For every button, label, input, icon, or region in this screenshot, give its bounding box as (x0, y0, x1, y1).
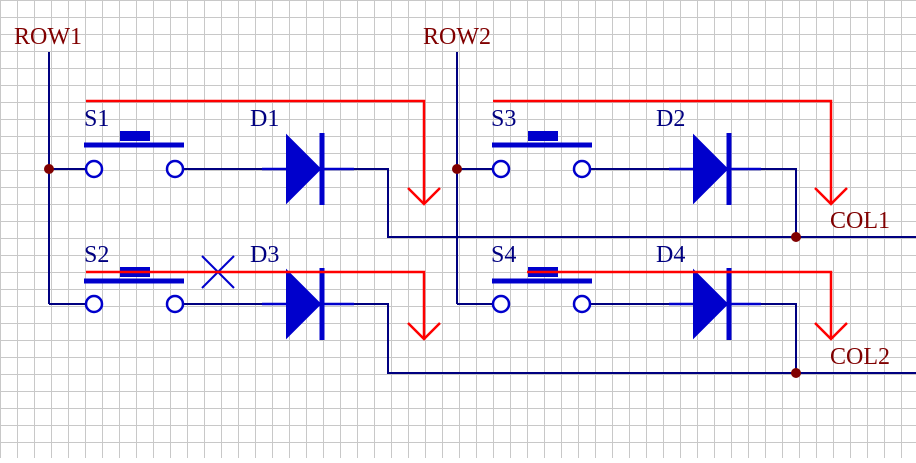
switch-s1-cap (120, 131, 150, 141)
switch-s2-terminal-left (84, 294, 104, 314)
label-s2: S2 (84, 242, 109, 268)
net-label-col1: COL1 (830, 208, 890, 234)
junction-row2-s3 (452, 164, 462, 174)
label-d4: D4 (656, 242, 685, 268)
junction-col1 (791, 232, 801, 242)
arrowhead-icon (814, 322, 848, 341)
net-label-row2: ROW2 (423, 24, 491, 50)
switch-s4-terminal-right (572, 294, 592, 314)
switch-s1-terminal-right (165, 159, 185, 179)
switch-s2-terminal-right (165, 294, 185, 314)
diode-d2 (669, 133, 761, 205)
label-d2: D2 (656, 106, 685, 132)
label-d1: D1 (250, 106, 279, 132)
label-s4: S4 (491, 242, 516, 268)
label-d3: D3 (250, 242, 279, 268)
label-s1: S1 (84, 106, 109, 132)
arrowhead-icon (407, 187, 441, 206)
d1-to-col1 (325, 168, 796, 238)
diode-d4 (669, 268, 761, 340)
current-path-s3-d2 (493, 99, 833, 204)
switch-s1-terminal-left (84, 159, 104, 179)
switch-s3-cap (528, 131, 558, 141)
junction-row1-s1 (44, 164, 54, 174)
diode-d1 (262, 133, 354, 205)
arrowhead-icon (814, 187, 848, 206)
net-label-col2: COL2 (830, 344, 890, 370)
arrowhead-icon (407, 322, 441, 341)
switch-s3-terminal-left (491, 159, 511, 179)
net-label-row1: ROW1 (14, 24, 82, 50)
junction-col2 (791, 368, 801, 378)
current-path-s2-d3 (86, 270, 426, 339)
current-path-s4-d4 (527, 270, 833, 339)
current-path-s1-d1 (86, 99, 426, 204)
switch-s1 (84, 131, 185, 179)
switch-s3 (491, 131, 592, 179)
label-s3: S3 (491, 106, 516, 132)
junctions (44, 164, 801, 378)
d3-to-col2 (325, 303, 796, 374)
current-paths (86, 99, 848, 341)
switch-s3-terminal-right (572, 159, 592, 179)
switch-s4-terminal-left (491, 294, 511, 314)
diode-d3 (262, 268, 354, 340)
